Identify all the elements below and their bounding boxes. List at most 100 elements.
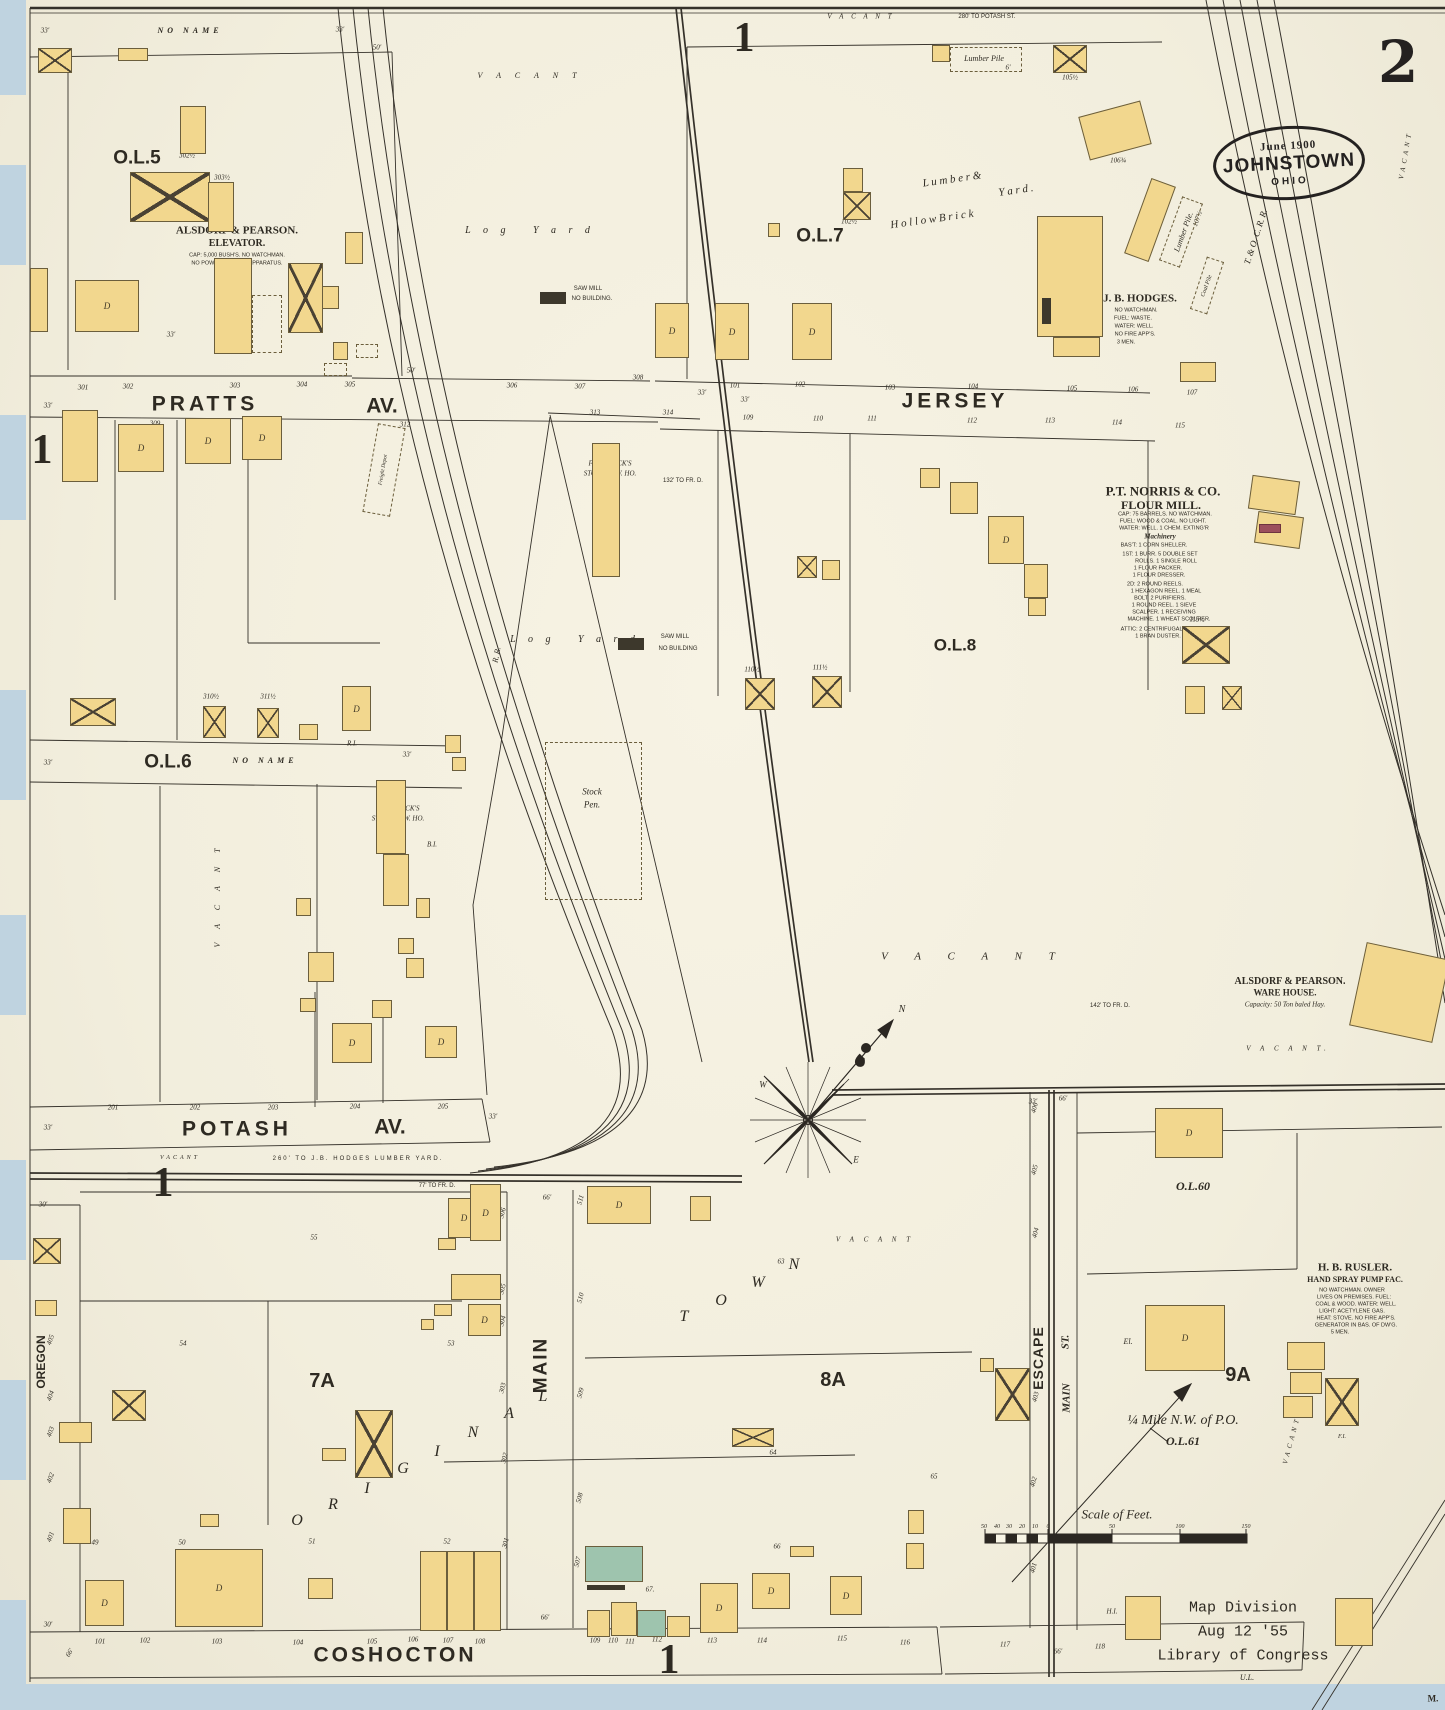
number-label: 50' (372, 43, 382, 52)
dwelling-letter: D (353, 703, 360, 714)
building (980, 1358, 994, 1372)
businesse-label: NO WATCHMAN. (1114, 307, 1158, 314)
scan-edge (0, 415, 26, 520)
annotation-label: R. R. (490, 646, 503, 664)
number-label: 201 (107, 1103, 119, 1112)
building (1024, 564, 1048, 598)
building (732, 1428, 774, 1447)
building-dwelling: D (655, 303, 689, 358)
number-label: 33' (740, 395, 750, 404)
number-label: 204 (349, 1102, 361, 1111)
number-label: 303 (229, 381, 241, 390)
marker-label: 1 (152, 1160, 174, 1206)
businesse-label: 1 ROUND REEL. 1 SIEVE (1131, 602, 1197, 609)
building (70, 698, 116, 726)
businesse-label: 3 MEN. (1116, 339, 1136, 346)
marker-label: 1 (658, 1637, 680, 1683)
number-label: 302½ (179, 151, 195, 160)
annotation-label: N (467, 1424, 479, 1441)
businesse-label: HEAT: STOVE. NO FIRE APP'S. (1316, 1315, 1396, 1322)
annotation-label: ¼ Mile N.W. of P.O. (1127, 1413, 1239, 1428)
annotation-label: V A C A N T (835, 1235, 915, 1244)
scan-edge (0, 0, 26, 95)
number-label: 115 (837, 1634, 847, 1643)
number-label: 40 (994, 1524, 1000, 1530)
building (322, 1448, 346, 1461)
number-label: 50 (981, 1524, 987, 1530)
number-label: 304 (296, 380, 308, 389)
building-dwelling: D (752, 1573, 790, 1609)
stamp-city: JOHNSTOWN (1222, 149, 1356, 177)
building (112, 1390, 146, 1421)
building (1180, 362, 1216, 382)
building-dwelling: D (332, 1023, 372, 1063)
building (62, 410, 98, 482)
dwelling-letter: D (215, 1583, 223, 1593)
building (447, 1551, 474, 1631)
number-label: 303 (497, 1381, 508, 1394)
number-label: 30' (43, 1620, 53, 1629)
building (1028, 598, 1046, 616)
compass-north: N (898, 1004, 906, 1015)
district-label: 9A (1225, 1364, 1251, 1386)
businesse-label: 5 MEN. (1330, 1329, 1350, 1336)
number-label: 110 (813, 414, 823, 423)
building (333, 342, 348, 360)
businesse-label: F.I. (1338, 1434, 1346, 1440)
annotation-label: L o g Y a r d (510, 634, 640, 645)
number-label: 510 (575, 1291, 586, 1304)
building (587, 1585, 625, 1590)
number-label: 106 (407, 1635, 419, 1644)
building (611, 1602, 637, 1636)
building (667, 1616, 690, 1637)
building (585, 1546, 643, 1582)
building (451, 1274, 501, 1300)
building (356, 344, 378, 358)
building-dwelling: D (85, 1580, 124, 1626)
dwelling-letter: D (715, 1603, 723, 1613)
building (1335, 1598, 1373, 1646)
number-label: 104 (292, 1638, 304, 1647)
compass-east: E (853, 1154, 859, 1165)
businesse-label: P.T. NORRIS & CO. (1105, 483, 1221, 499)
number-label: 108 (474, 1637, 486, 1646)
building (790, 1546, 814, 1557)
number-label: 33' (166, 330, 176, 339)
businesse-label: WATER: WELL. (1114, 323, 1154, 330)
building (950, 482, 978, 514)
building (1182, 626, 1230, 664)
building (383, 854, 409, 906)
number-label: 109 (589, 1636, 601, 1645)
number-label: 112 (652, 1635, 662, 1644)
building (637, 1610, 666, 1637)
building-dwelling: D (1155, 1108, 1223, 1158)
number-label: 404 (1030, 1226, 1041, 1239)
number-label: 305 (344, 380, 356, 389)
annotation-label: O (291, 1512, 303, 1529)
number-label: 205 (437, 1102, 449, 1111)
building (908, 1510, 924, 1534)
number-label: 105 (1066, 384, 1078, 393)
dwelling-letter: D (842, 1590, 850, 1601)
building (545, 742, 642, 900)
number-label: 20 (1019, 1524, 1025, 1530)
dwelling-letter: D (767, 1586, 775, 1596)
building-dwelling: D (1145, 1305, 1225, 1371)
number-label: 105 (366, 1637, 378, 1646)
building (592, 443, 620, 577)
number-label: 50 (1109, 1524, 1115, 1530)
building (745, 678, 775, 710)
businesse-label: LIVES ON PREMISES. FUEL: (1317, 1294, 1391, 1301)
number-label: 66 (773, 1542, 781, 1551)
number-label: 307 (574, 382, 586, 391)
north-arrow-icon (807, 1018, 895, 1121)
number-label: 101 (729, 381, 741, 390)
annotation-label: 142' TO FR. D. (1090, 1003, 1130, 1009)
number-label: 106¾ (1110, 156, 1126, 165)
building (203, 706, 226, 738)
number-label: 111 (625, 1637, 635, 1646)
businesse-label: MACHINE. 1 WHEAT SCOURER. (1127, 616, 1211, 623)
annotation-label: SAW MILL (573, 286, 603, 292)
building (200, 1514, 219, 1527)
annotation-label: Scale of Feet. (1081, 1506, 1153, 1522)
